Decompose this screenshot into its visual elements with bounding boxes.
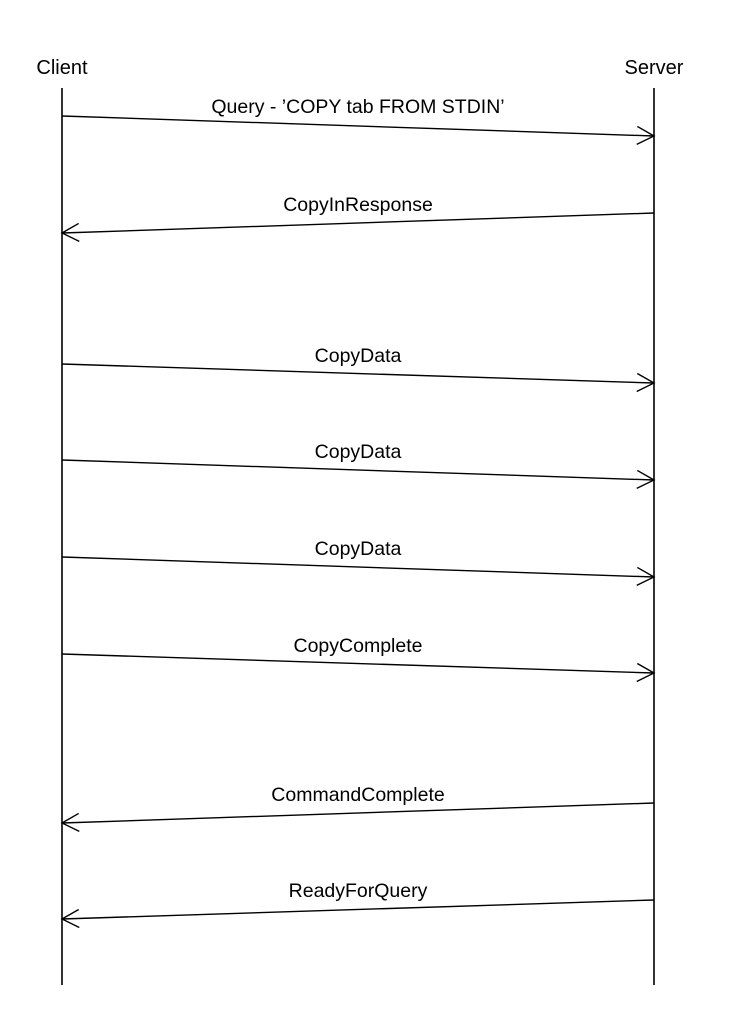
- message-arrow-line: [61, 115, 655, 137]
- message-arrow-line: [61, 802, 655, 824]
- message-label: ReadyForQuery: [289, 880, 428, 902]
- message-label: CopyInResponse: [283, 194, 433, 216]
- arrowhead-icon: [60, 222, 80, 243]
- arrowhead-icon: [60, 812, 80, 833]
- actor-server-label: Server: [625, 57, 684, 79]
- arrowhead-icon: [636, 566, 656, 587]
- message-7: CommandComplete: [60, 784, 655, 833]
- message-label: CopyData: [315, 538, 402, 560]
- message-arrow-line: [61, 653, 655, 674]
- arrowhead-icon: [60, 908, 80, 929]
- message-arrow-line: [61, 899, 655, 920]
- message-arrow-line: [61, 556, 655, 578]
- message-4: CopyData: [61, 441, 656, 490]
- message-list: Query - ’COPY tab FROM STDIN’ CopyInRespo…: [60, 96, 656, 929]
- arrowhead-icon: [636, 662, 656, 683]
- message-label: CopyComplete: [294, 635, 423, 657]
- arrowhead-icon: [636, 469, 656, 490]
- arrowhead-icon: [636, 372, 656, 393]
- message-arrow-line: [61, 212, 655, 234]
- message-arrow-line: [61, 363, 655, 384]
- message-6: CopyComplete: [61, 635, 656, 683]
- message-8: ReadyForQuery: [60, 880, 655, 929]
- message-1: Query - ’COPY tab FROM STDIN’: [61, 96, 656, 146]
- message-5: CopyData: [61, 538, 656, 587]
- message-2: CopyInResponse: [60, 194, 655, 243]
- message-label: Query - ’COPY tab FROM STDIN’: [211, 96, 504, 118]
- message-label: CopyData: [315, 441, 402, 463]
- message-label: CopyData: [315, 345, 402, 367]
- message-arrow-line: [61, 459, 655, 481]
- arrowhead-icon: [636, 125, 656, 146]
- message-3: CopyData: [61, 345, 656, 393]
- message-label: CommandComplete: [271, 784, 444, 806]
- actor-client-label: Client: [36, 57, 88, 79]
